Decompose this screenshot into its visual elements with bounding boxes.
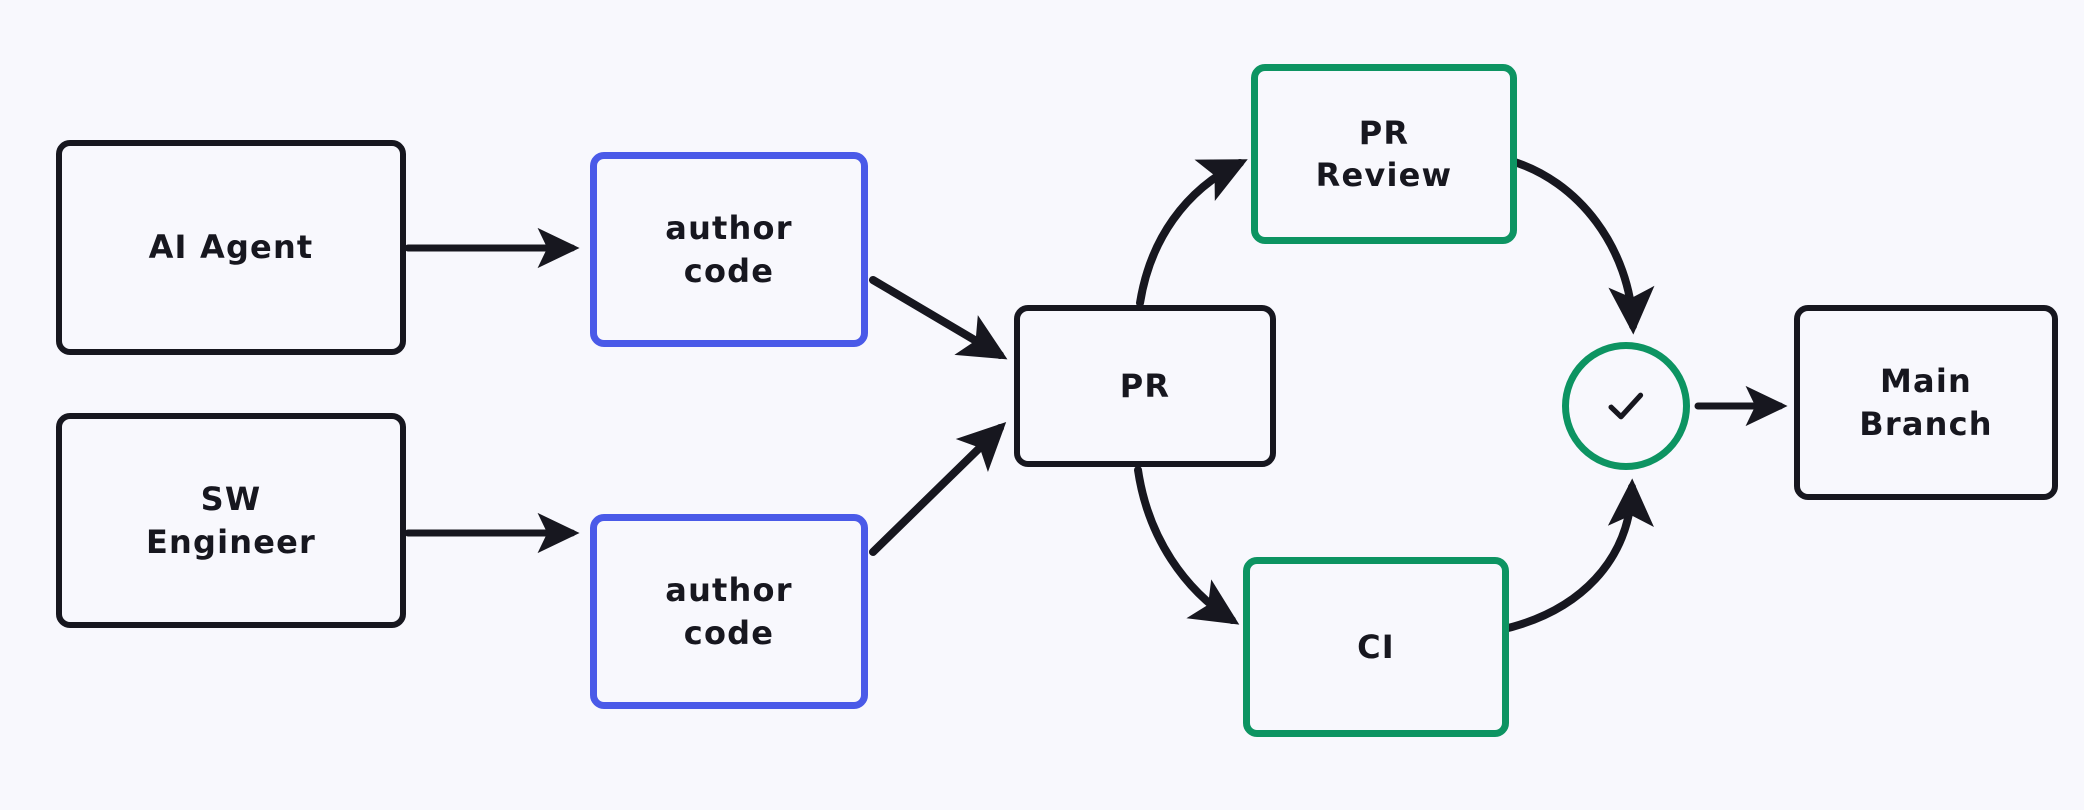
node-check-circle[interactable] xyxy=(1562,342,1690,470)
node-author-code-1[interactable]: author code xyxy=(590,152,868,347)
node-main-branch-label: Main Branch xyxy=(1859,362,1993,443)
node-author-code-1-label: author code xyxy=(665,209,793,290)
node-pr-label: PR xyxy=(1119,366,1171,405)
node-sw-engineer-label: SW Engineer xyxy=(145,480,317,561)
check-icon xyxy=(1608,392,1644,420)
edge-pr-review-to-check xyxy=(1504,156,1655,335)
edge-author-code-2-to-pr xyxy=(869,421,1007,556)
edge-pr-to-pr-review xyxy=(1136,159,1248,307)
edge-ci-to-check xyxy=(1496,478,1654,634)
node-ai-agent-label: AI Agent xyxy=(148,228,314,267)
node-main-branch[interactable]: Main Branch xyxy=(1794,305,2058,500)
node-pr-review[interactable]: PR Review xyxy=(1251,64,1517,244)
node-author-code-2-label: author code xyxy=(665,571,793,652)
node-sw-engineer[interactable]: SW Engineer xyxy=(56,413,406,628)
node-ai-agent[interactable]: AI Agent xyxy=(56,140,406,355)
node-ci-label: CI xyxy=(1357,627,1395,666)
node-pr[interactable]: PR xyxy=(1014,305,1276,467)
node-author-code-2[interactable]: author code xyxy=(590,514,868,709)
node-pr-review-label: PR Review xyxy=(1315,113,1453,194)
edge-author-code-1-to-pr xyxy=(869,276,1008,360)
node-ci[interactable]: CI xyxy=(1243,557,1509,737)
edge-pr-to-ci xyxy=(1134,466,1240,625)
